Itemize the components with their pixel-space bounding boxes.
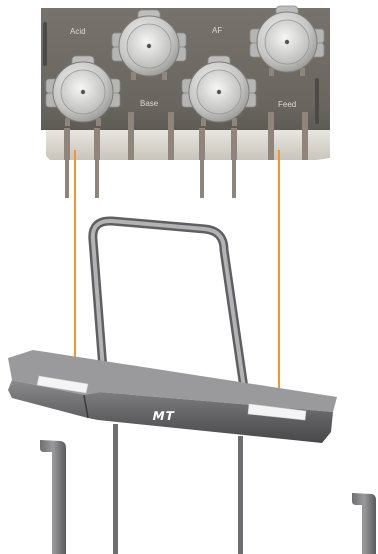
pump-panel-base — [46, 130, 330, 160]
tube — [95, 158, 99, 198]
arrow-down-icon — [274, 150, 285, 412]
bracket-leg-left — [40, 440, 66, 554]
bracket-leg-right — [352, 493, 376, 554]
panel-slot-right — [315, 78, 319, 124]
tube — [65, 158, 69, 198]
pump-label-base: Base — [140, 99, 159, 108]
pump-label-acid: Acid — [70, 27, 86, 36]
tubing — [65, 158, 236, 198]
pump-label-af: AF — [212, 26, 222, 35]
holder-rod — [113, 424, 118, 554]
holder-rod — [238, 436, 243, 554]
panel-slot-left — [43, 22, 47, 66]
holder-logo: MT — [151, 409, 176, 423]
arrow-down-icon — [70, 150, 81, 380]
pump-label-feed: Feed — [278, 100, 296, 109]
tube — [200, 158, 204, 198]
pump-module: Acid AF Base Feed — [41, 6, 330, 198]
tube — [232, 158, 236, 198]
